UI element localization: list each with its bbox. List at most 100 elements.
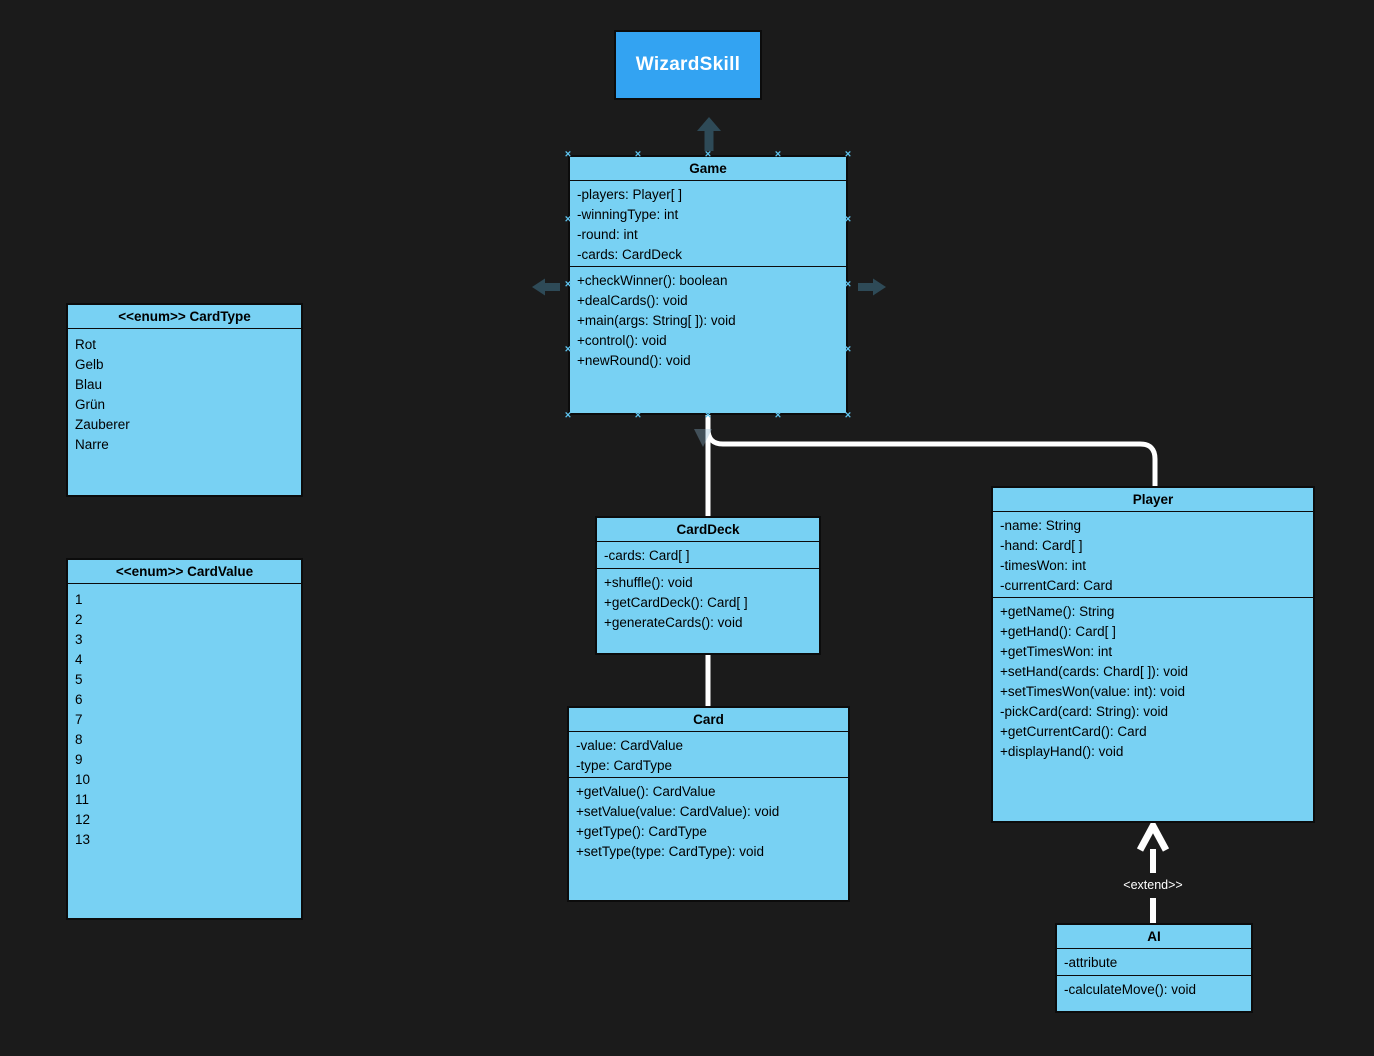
- selection-handle[interactable]: ×: [564, 148, 572, 161]
- selection-handle[interactable]: ×: [704, 148, 712, 161]
- method-row: +control(): void: [577, 333, 667, 348]
- enum-value-row: 11: [75, 792, 90, 807]
- selection-handle[interactable]: ×: [844, 343, 852, 356]
- enum-value-row: 5: [75, 672, 83, 687]
- selection-handle[interactable]: ×: [844, 278, 852, 291]
- card-methods: +getValue(): CardValue+setValue(value: C…: [569, 777, 848, 900]
- enum-value-row: 12: [75, 812, 91, 827]
- class-box-card[interactable]: Card -value: CardValue-type: CardType +g…: [567, 706, 850, 902]
- method-row: +shuffle(): void: [604, 575, 693, 590]
- enum-title-cardvalue: <<enum>> CardValue: [68, 560, 301, 584]
- method-row: +dealCards(): void: [577, 293, 688, 308]
- game-methods: +checkWinner(): boolean +dealCards(): voi…: [570, 266, 846, 413]
- nav-arrow-right-icon[interactable]: [858, 277, 886, 297]
- attribute-row: -cards: CardDeck: [577, 247, 683, 262]
- ai-methods: -calculateMove(): void: [1057, 975, 1251, 1011]
- edge-game-player[interactable]: [705, 420, 1158, 487]
- enum-value-row: Rot: [75, 337, 97, 352]
- class-box-game[interactable]: Game -players: Player[ ]-winningType: in…: [568, 155, 848, 415]
- attribute-row: -cards: Card[ ]: [604, 548, 690, 563]
- nav-arrow-left-icon[interactable]: [532, 277, 560, 297]
- selection-handle[interactable]: ×: [634, 409, 642, 422]
- class-title-ai: AI: [1057, 925, 1251, 949]
- edge-ai-player[interactable]: [1136, 818, 1170, 924]
- method-row: +getHand(): Card[ ]: [1000, 624, 1116, 639]
- enum-value-row: 10: [75, 772, 91, 787]
- enum-title-cardtype: <<enum>> CardType: [68, 305, 301, 329]
- extend-arrowhead-icon: [1136, 818, 1170, 852]
- enum-value-row: 6: [75, 692, 83, 707]
- attribute-row: -hand: Card[ ]: [1000, 538, 1083, 553]
- class-box-player[interactable]: Player -name: String-hand: Card[ ]-times…: [991, 486, 1315, 823]
- selection-handle[interactable]: ×: [564, 409, 572, 422]
- enum-value-row: 7: [75, 712, 83, 727]
- selection-handle[interactable]: ×: [774, 148, 782, 161]
- class-title-player: Player: [993, 488, 1313, 512]
- method-row: -pickCard(card: String): void: [1000, 704, 1169, 719]
- ai-attributes: -attribute: [1057, 949, 1251, 975]
- wizardskill-title-box[interactable]: WizardSkill: [614, 30, 762, 100]
- selection-handle[interactable]: ×: [564, 278, 572, 291]
- selection-handle[interactable]: ×: [564, 213, 572, 226]
- method-row: +setTimesWon(value: int): void: [1000, 684, 1185, 699]
- selection-handle[interactable]: ×: [844, 213, 852, 226]
- method-row: -calculateMove(): void: [1064, 982, 1197, 997]
- method-row: +generateCards(): void: [604, 615, 743, 630]
- nav-arrow-up-icon[interactable]: [697, 117, 721, 151]
- attribute-row: -name: String: [1000, 518, 1082, 533]
- attribute-row: -attribute: [1064, 955, 1118, 970]
- drop-target-arrow-icon: [694, 429, 712, 447]
- enum-value-row: Narre: [75, 437, 109, 452]
- wizardskill-title: WizardSkill: [635, 54, 741, 75]
- method-row: +setHand(cards: Chard[ ]): void: [1000, 664, 1188, 679]
- player-methods: +getName(): String +getHand(): Card[ ] +ge…: [993, 597, 1313, 821]
- enum-value-row: Blau: [75, 377, 103, 392]
- method-row: +checkWinner(): boolean: [577, 273, 728, 288]
- enum-value-row: 4: [75, 652, 83, 667]
- attribute-row: -value: CardValue: [576, 738, 684, 753]
- method-row: +getCardDeck(): Card[ ]: [604, 595, 748, 610]
- method-row: +getTimesWon: int: [1000, 644, 1113, 659]
- attribute-row: -winningType: int: [577, 207, 679, 222]
- game-attributes: -players: Player[ ]-winningType: int-rou…: [570, 181, 846, 266]
- method-row: +main(args: String[ ]): void: [577, 313, 736, 328]
- attribute-row: -round: int: [577, 227, 638, 242]
- selection-handle[interactable]: ×: [704, 409, 712, 422]
- method-row: +getName(): String: [1000, 604, 1115, 619]
- class-box-ai[interactable]: AI -attribute -calculateMove(): void: [1055, 923, 1253, 1013]
- method-row: +getType(): CardType: [576, 824, 707, 839]
- method-row: +getValue(): CardValue: [576, 784, 716, 799]
- method-row: +setType(type: CardType): void: [576, 844, 764, 859]
- method-row: +newRound(): void: [577, 353, 691, 368]
- enum-value-row: 9: [75, 752, 83, 767]
- selection-handle[interactable]: ×: [634, 148, 642, 161]
- method-row: +getCurrentCard(): Card: [1000, 724, 1147, 739]
- enum-value-row: Gelb: [75, 357, 104, 372]
- enum-value-row: 13: [75, 832, 91, 847]
- enum-value-row: Zauberer: [75, 417, 130, 432]
- class-title-card: Card: [569, 708, 848, 732]
- card-attributes: -value: CardValue-type: CardType: [569, 732, 848, 777]
- carddeck-attributes: -cards: Card[ ]: [597, 542, 819, 568]
- enum-value-row: 8: [75, 732, 83, 747]
- method-row: +displayHand(): void: [1000, 744, 1124, 759]
- enum-value-row: 3: [75, 632, 83, 647]
- carddeck-methods: +shuffle(): void +getCardDeck(): Card[ ] +…: [597, 568, 819, 653]
- class-box-carddeck[interactable]: CardDeck -cards: Card[ ] +shuffle(): voi…: [595, 516, 821, 655]
- selection-handle[interactable]: ×: [564, 343, 572, 356]
- player-attributes: -name: String-hand: Card[ ]-timesWon: in…: [993, 512, 1313, 597]
- enum-value-row: 2: [75, 612, 83, 627]
- class-title-carddeck: CardDeck: [597, 518, 819, 542]
- enum-value-row: 1: [75, 592, 83, 607]
- attribute-row: -currentCard: Card: [1000, 578, 1113, 593]
- selection-handle[interactable]: ×: [774, 409, 782, 422]
- selection-handle[interactable]: ×: [844, 148, 852, 161]
- extend-label: <extend>>: [1123, 878, 1183, 892]
- class-title-game: Game: [570, 157, 846, 181]
- selection-handle[interactable]: ×: [844, 409, 852, 422]
